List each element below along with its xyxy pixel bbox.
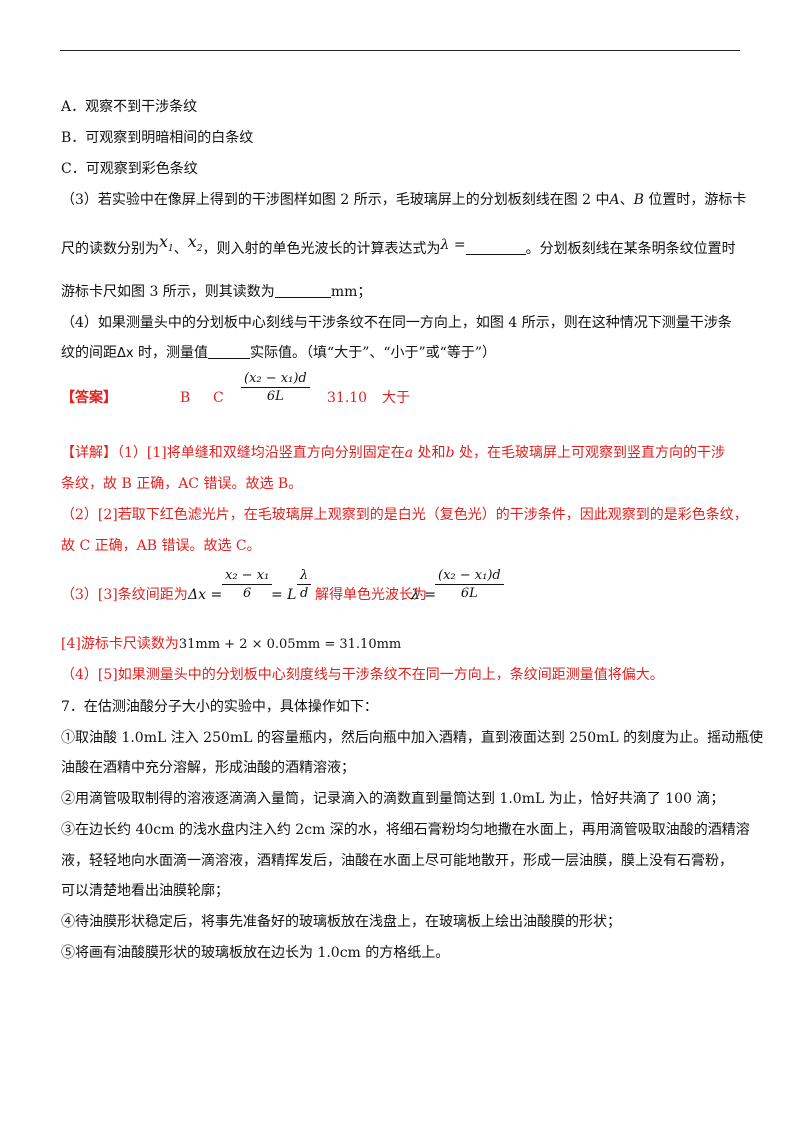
q7-line-4: ②用滴管吸取制得的溶液逐滴滴入量筒，记录滴入的滴数直到量筒达到 1.0mL 为止… (61, 791, 725, 807)
detail-line-5: （3）[3]条纹间距为 Δx = x₂ − x₁ 6 = L λ d 解得单色光… (61, 568, 504, 605)
answer-5: 大于 (382, 390, 410, 406)
detail-fraction-3-numerator: (x₂ − x₁)d (435, 567, 504, 585)
equals-l: = L (271, 587, 297, 603)
q7-line-6: 液，轻轻地向水面滴一滴溶液，酒精挥发后，油酸在水面上尽可能地散开，形成一层油膜，… (61, 853, 733, 869)
answer-blank-reading[interactable] (274, 283, 331, 298)
q4-text-2c: 实际值。（填“大于”、“小于”或“等于”） (250, 345, 496, 361)
q3-text-1a: （3）若实验中在像屏上得到的干涉图样如图 2 所示，毛玻璃屏上的分划板刻线在图 … (61, 192, 610, 208)
detail-text-1a: 【详解】（1）[1]将单缝和双缝均沿竖直方向分别固定在 (61, 445, 405, 461)
q4-line-2: 纹的间距Δx 时，测量值 实际值。（填“大于”、“小于”或“等于”） (61, 343, 496, 364)
q4-text-2a: 纹的间距 (61, 345, 117, 361)
detail-line-1: 【详解】（1）[1]将单缝和双缝均沿竖直方向分别固定在a 处和b 处，在毛玻璃屏… (61, 443, 725, 463)
vernier-calculation: 31mm + 2 × 0.05mm = 31.10mm (178, 637, 402, 652)
header-rule (60, 50, 740, 51)
q7-line-1: 7．在估测油酸分子大小的实验中，具体操作如下： (61, 699, 378, 715)
detail-text-6a: [4]游标卡尺读数为 (61, 636, 179, 652)
detail-point-b: b (445, 445, 455, 461)
q3-unit: mm； (330, 284, 372, 300)
delta-x-equation: Δx = (188, 587, 223, 603)
detail-line-2: 条纹，故 B 正确，AC 错误。故选 B。 (61, 476, 303, 492)
detail-fraction-3-denominator: 6L (460, 586, 478, 601)
detail-text-5b: 解得单色光波长为 (315, 587, 427, 603)
x2-symbol: x2 (187, 232, 203, 255)
q3-text-3a: 游标卡尺如图 3 所示，则其读数为 (61, 284, 275, 300)
q7-line-9: ⑤将画有油酸膜形状的玻璃板放在边长为 1.0cm 的方格纸上。 (61, 945, 450, 961)
answer-blank-lambda[interactable] (465, 240, 526, 255)
q7-line-2: ①取油酸 1.0mL 注入 250mL 的容量瓶内，然后向瓶中加入酒精，直到液面… (61, 730, 764, 746)
detail-fraction-3: (x₂ − x₁)d 6L (435, 567, 504, 602)
q3-comma: 、 (173, 241, 188, 257)
q3-sep: 、 (619, 192, 634, 208)
answer-blank-compare[interactable] (208, 344, 251, 359)
x1-symbol: x1 (159, 232, 174, 255)
q3-point-b: B (633, 192, 644, 208)
answer-label: 【答案】 (61, 390, 117, 406)
delta-x-symbol: Δx (117, 346, 134, 361)
answer-fraction: (x₂ − x₁)d 6L (241, 370, 310, 405)
detail-fraction-2-denominator: d (300, 586, 309, 601)
detail-line-6: [4]游标卡尺读数为31mm + 2 × 0.05mm = 31.10mm (61, 634, 401, 655)
detail-fraction-1: x₂ − x₁ 6 (222, 567, 273, 602)
q7-line-8: ④待油膜形状稳定后，将事先准备好的玻璃板放在浅盘上，在玻璃板上绘出油酸膜的形状； (61, 914, 621, 930)
detail-point-a: a (404, 445, 414, 461)
q7-line-5: ③在边长约 40cm 的浅水盘内注入约 2cm 深的水，将细石膏粉均匀地撒在水面… (61, 822, 750, 838)
q4-line-1: （4）如果测量头中的分划板中心刻线与干涉条纹不在同一方向上，如图 4 所示，则在… (61, 315, 732, 331)
lambda-equation: λ = (411, 587, 437, 603)
q3-text-1e: 位置时，游标卡 (643, 192, 747, 208)
answer-1: B (180, 390, 191, 406)
detail-line-7: （4）[5]如果测量头中的分划板中心刻度线与干涉条纹不在同一方向上，条纹间距测量… (61, 667, 664, 683)
answer-line: 【答案】 B C (x₂ − x₁)d 6L 31.10 大于 (61, 371, 410, 408)
answer-fraction-denominator: 6L (266, 389, 284, 404)
detail-text-5a: （3）[3]条纹间距为 (61, 587, 188, 603)
detail-fraction-1-numerator: x₂ − x₁ (222, 567, 273, 585)
q4-text-2b: 时，测量值 (133, 345, 209, 361)
q7-line-3: 油酸在酒精中充分溶解，形成油酸的酒精溶液； (61, 760, 355, 776)
detail-fraction-1-denominator: 6 (242, 586, 252, 601)
option-b: B．可观察到明暗相间的白条纹 (61, 130, 254, 146)
detail-text-1c: 处和 (413, 445, 446, 461)
detail-line-4: 故 C 正确，AB 错误。故选 C。 (61, 538, 261, 554)
q3-line-1: （3）若实验中在像屏上得到的干涉图样如图 2 所示，毛玻璃屏上的分划板刻线在图 … (61, 190, 746, 210)
answer-4: 31.10 (327, 390, 368, 406)
detail-text-1e: 处，在毛玻璃屏上可观察到竖直方向的干涉 (454, 445, 725, 461)
q3-line-3: 游标卡尺如图 3 所示，则其读数为 mm； (61, 282, 371, 302)
answer-fraction-numerator: (x₂ − x₁)d (241, 370, 310, 388)
q3-text-2d: 。分划板刻线在某条明条纹位置时 (525, 241, 736, 257)
q3-line-2: 尺的读数分别为x1、x2，则入射的单色光波长的计算表达式为λ = 。分划板刻线在某… (61, 232, 736, 265)
q3-point-a: A (609, 192, 620, 208)
q3-text-2a: 尺的读数分别为 (61, 241, 159, 257)
q7-line-7: 可以清楚地看出油膜轮廓； (61, 883, 229, 899)
detail-fraction-2-numerator: λ (297, 567, 312, 585)
q3-text-2c: ，则入射的单色光波长的计算表达式为 (202, 241, 441, 257)
detail-fraction-2: λ d (297, 567, 312, 602)
detail-line-3: （2）[2]若取下红色滤光片，在毛玻璃屏上观察到的是白光（复色光）的干涉条件，因… (61, 507, 748, 523)
lambda-symbol: λ = (440, 237, 466, 253)
option-c: C．可观察到彩色条纹 (61, 161, 198, 177)
answer-2: C (213, 390, 224, 406)
option-a: A．观察不到干涉条纹 (61, 99, 198, 115)
